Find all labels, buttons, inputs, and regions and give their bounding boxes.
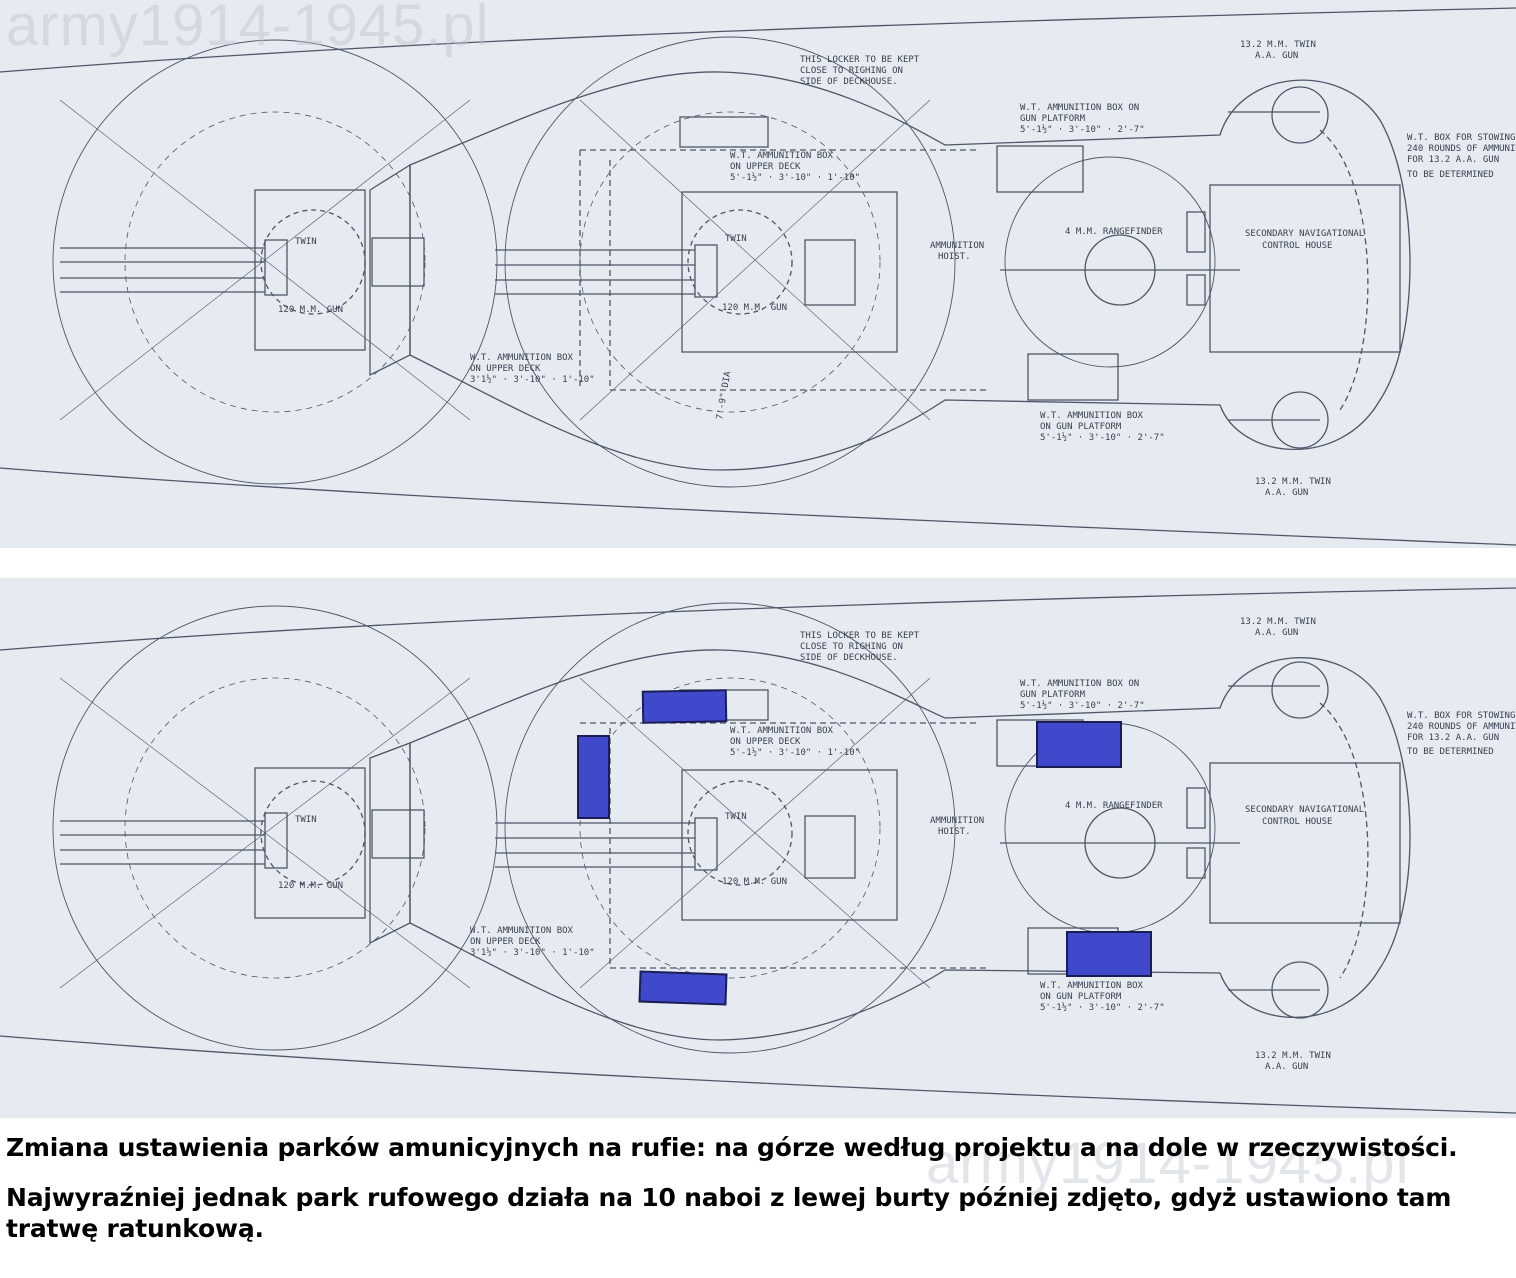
label-gun-1: 120 M.M. GUN	[278, 305, 343, 315]
stow-note-1: W.T. BOX FOR STOWING	[1407, 133, 1515, 143]
b-gunplat-note-1: W.T. AMMUNITION BOX ON	[1020, 679, 1139, 689]
b-nav-label-1: SECONDARY NAVIGATIONAL	[1245, 805, 1364, 815]
b-label-aa-bottom-2: A.A. GUN	[1265, 1062, 1308, 1072]
b-label-aa-bottom-1: 13.2 M.M. TWIN	[1255, 1051, 1331, 1061]
stbd-note-3: 5'-1½" · 3'-10" · 2'-7"	[1040, 432, 1165, 443]
highlight-box-port-side	[577, 735, 610, 819]
drawing-as-built: TWIN 120 M.M. GUN TWIN 120 M.M. GUN 13.2…	[0, 578, 1516, 1118]
stow-note-4: TO BE DETERMINED	[1407, 170, 1494, 180]
caption-line-2: Najwyraźniej jednak park rufowego działa…	[6, 1183, 1452, 1243]
b-label-gun-2: 120 M.M. GUN	[722, 877, 787, 887]
drawing-as-designed: TWIN 120 M.M. GUN TWIN 120 M.M. GUN 13.2…	[0, 0, 1516, 548]
rangefinder-label: 4 M.M. RANGEFINDER	[1065, 227, 1163, 237]
b-upperdeck-b-note-1: W.T. AMMUNITION BOX	[470, 926, 574, 936]
gunplat-note-3: 5'-1½" · 3'-10" · 2'-7"	[1020, 124, 1145, 135]
highlighted-ammo-boxes	[577, 689, 1152, 1006]
b-upperdeck-note-3: 5'-1½" · 3'-10" · 1'-10"	[730, 747, 860, 758]
label-twin-1: TWIN	[295, 237, 317, 247]
hoist-label-1: AMMUNITION	[930, 241, 984, 251]
b-stow-note-4: TO BE DETERMINED	[1407, 747, 1494, 757]
b-stbd-note-1: W.T. AMMUNITION BOX	[1040, 981, 1144, 991]
upperdeck-note-2: ON UPPER DECK	[730, 162, 801, 172]
b-stbd-note-3: 5'-1½" · 3'-10" · 2'-7"	[1040, 1002, 1165, 1013]
upperdeck-b-note-1: W.T. AMMUNITION BOX	[470, 353, 574, 363]
b-upperdeck-b-note-2: ON UPPER DECK	[470, 937, 541, 947]
b-stbd-note-2: ON GUN PLATFORM	[1040, 992, 1122, 1002]
highlight-box-starboard-side	[638, 970, 728, 1006]
b-upperdeck-note-2: ON UPPER DECK	[730, 737, 801, 747]
stow-note-2: 240 ROUNDS OF AMMUNITION	[1407, 144, 1516, 154]
nav-label-1: SECONDARY NAVIGATIONAL	[1245, 229, 1364, 239]
upperdeck-note-1: W.T. AMMUNITION BOX	[730, 151, 834, 161]
b-label-aa-top-1: 13.2 M.M. TWIN	[1240, 617, 1316, 627]
stbd-note-2: ON GUN PLATFORM	[1040, 422, 1122, 432]
nav-label-2: CONTROL HOUSE	[1262, 241, 1332, 251]
label-gun-2: 120 M.M. GUN	[722, 303, 787, 313]
label-aa-top-2: A.A. GUN	[1255, 51, 1298, 61]
b-hoist-label-2: HOIST.	[938, 827, 971, 837]
b-label-twin-1: TWIN	[295, 815, 317, 825]
b-stow-note-1: W.T. BOX FOR STOWING	[1407, 711, 1515, 721]
locker-note-1: THIS LOCKER TO BE KEPT	[800, 55, 920, 65]
caption-line-1: Zmiana ustawienia parków amunicyjnych na…	[6, 1133, 1458, 1162]
b-gunplat-note-2: GUN PLATFORM	[1020, 690, 1086, 700]
b-hoist-label-1: AMMUNITION	[930, 816, 984, 826]
label-aa-top-1: 13.2 M.M. TWIN	[1240, 40, 1316, 50]
dim-note: 7'-9" DIA	[715, 370, 733, 420]
b-stow-note-3: FOR 13.2 A.A. GUN	[1407, 733, 1499, 743]
locker-note-2: CLOSE TO RIGHING ON	[800, 66, 903, 76]
upperdeck-b-note-2: ON UPPER DECK	[470, 364, 541, 374]
b-nav-label-2: CONTROL HOUSE	[1262, 817, 1332, 827]
b-locker-note-3: SIDE OF DECKHOUSE.	[800, 653, 898, 663]
b-locker-note-2: CLOSE TO RIGHING ON	[800, 642, 903, 652]
b-gunplat-note-3: 5'-1½" · 3'-10" · 2'-7"	[1020, 700, 1145, 711]
locker-note-3: SIDE OF DECKHOUSE.	[800, 77, 898, 87]
label-aa-bottom-1: 13.2 M.M. TWIN	[1255, 477, 1331, 487]
upperdeck-note-3: 5'-1½" · 3'-10" · 1'-10"	[730, 172, 860, 183]
stern-plan-as-designed: TWIN 120 M.M. GUN TWIN 120 M.M. GUN 13.2…	[0, 7, 1516, 546]
hoist-label-2: HOIST.	[938, 252, 971, 262]
highlight-box-gun-platform-port	[1036, 721, 1122, 768]
stbd-note-1: W.T. AMMUNITION BOX	[1040, 411, 1144, 421]
gunplat-note-2: GUN PLATFORM	[1020, 114, 1086, 124]
gunplat-note-1: W.T. AMMUNITION BOX ON	[1020, 103, 1139, 113]
label-twin-2: TWIN	[725, 234, 747, 244]
label-aa-bottom-2: A.A. GUN	[1265, 488, 1308, 498]
upperdeck-b-note-3: 3'1½" · 3'-10" · 1'-10"	[470, 374, 595, 385]
stern-plan-as-built: TWIN 120 M.M. GUN TWIN 120 M.M. GUN 13.2…	[0, 587, 1516, 1114]
b-locker-note-1: THIS LOCKER TO BE KEPT	[800, 631, 920, 641]
b-stow-note-2: 240 ROUNDS OF AMMUNITION	[1407, 722, 1516, 732]
stow-note-3: FOR 13.2 A.A. GUN	[1407, 155, 1499, 165]
highlight-box-port-forward	[641, 689, 728, 724]
b-label-aa-top-2: A.A. GUN	[1255, 628, 1298, 638]
highlight-box-gun-platform-starboard	[1066, 931, 1152, 977]
b-label-twin-2: TWIN	[725, 812, 747, 822]
b-label-gun-1: 120 M.M. GUN	[278, 881, 343, 891]
b-upperdeck-b-note-3: 3'1½" · 3'-10" · 1'-10"	[470, 947, 595, 958]
b-upperdeck-note-1: W.T. AMMUNITION BOX	[730, 726, 834, 736]
b-rangefinder-label: 4 M.M. RANGEFINDER	[1065, 801, 1163, 811]
